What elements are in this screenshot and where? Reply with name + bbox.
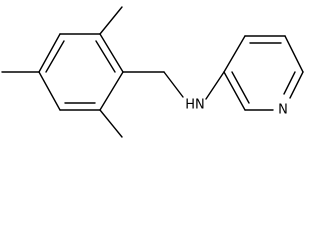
mesityl-ring <box>38 33 124 111</box>
ring-bond <box>99 33 124 73</box>
ring-double-bond <box>45 40 65 73</box>
methyl-bond-bottom <box>99 109 123 138</box>
ring-double-bond <box>283 71 296 95</box>
ring-bond <box>223 35 246 73</box>
ring-bond <box>284 35 304 73</box>
methyl-groups <box>1 6 123 138</box>
molecule-structure: HN N <box>1 6 304 138</box>
ring-bond <box>38 71 61 111</box>
amine-nh-label: HN <box>185 98 205 113</box>
ring-bond <box>38 33 61 73</box>
ring-bond <box>99 71 124 111</box>
pyridine-ring <box>223 35 304 111</box>
nh-to-pyridine-bond <box>205 71 225 100</box>
ring-bond <box>223 71 246 111</box>
methyl-bond-top <box>99 6 123 35</box>
pyridine-n-label: N <box>278 103 288 118</box>
ring-double-bond <box>95 40 116 73</box>
ch2-to-nh-bond <box>163 71 184 98</box>
ring-bond <box>289 71 304 99</box>
ring-double-bond <box>231 71 250 104</box>
